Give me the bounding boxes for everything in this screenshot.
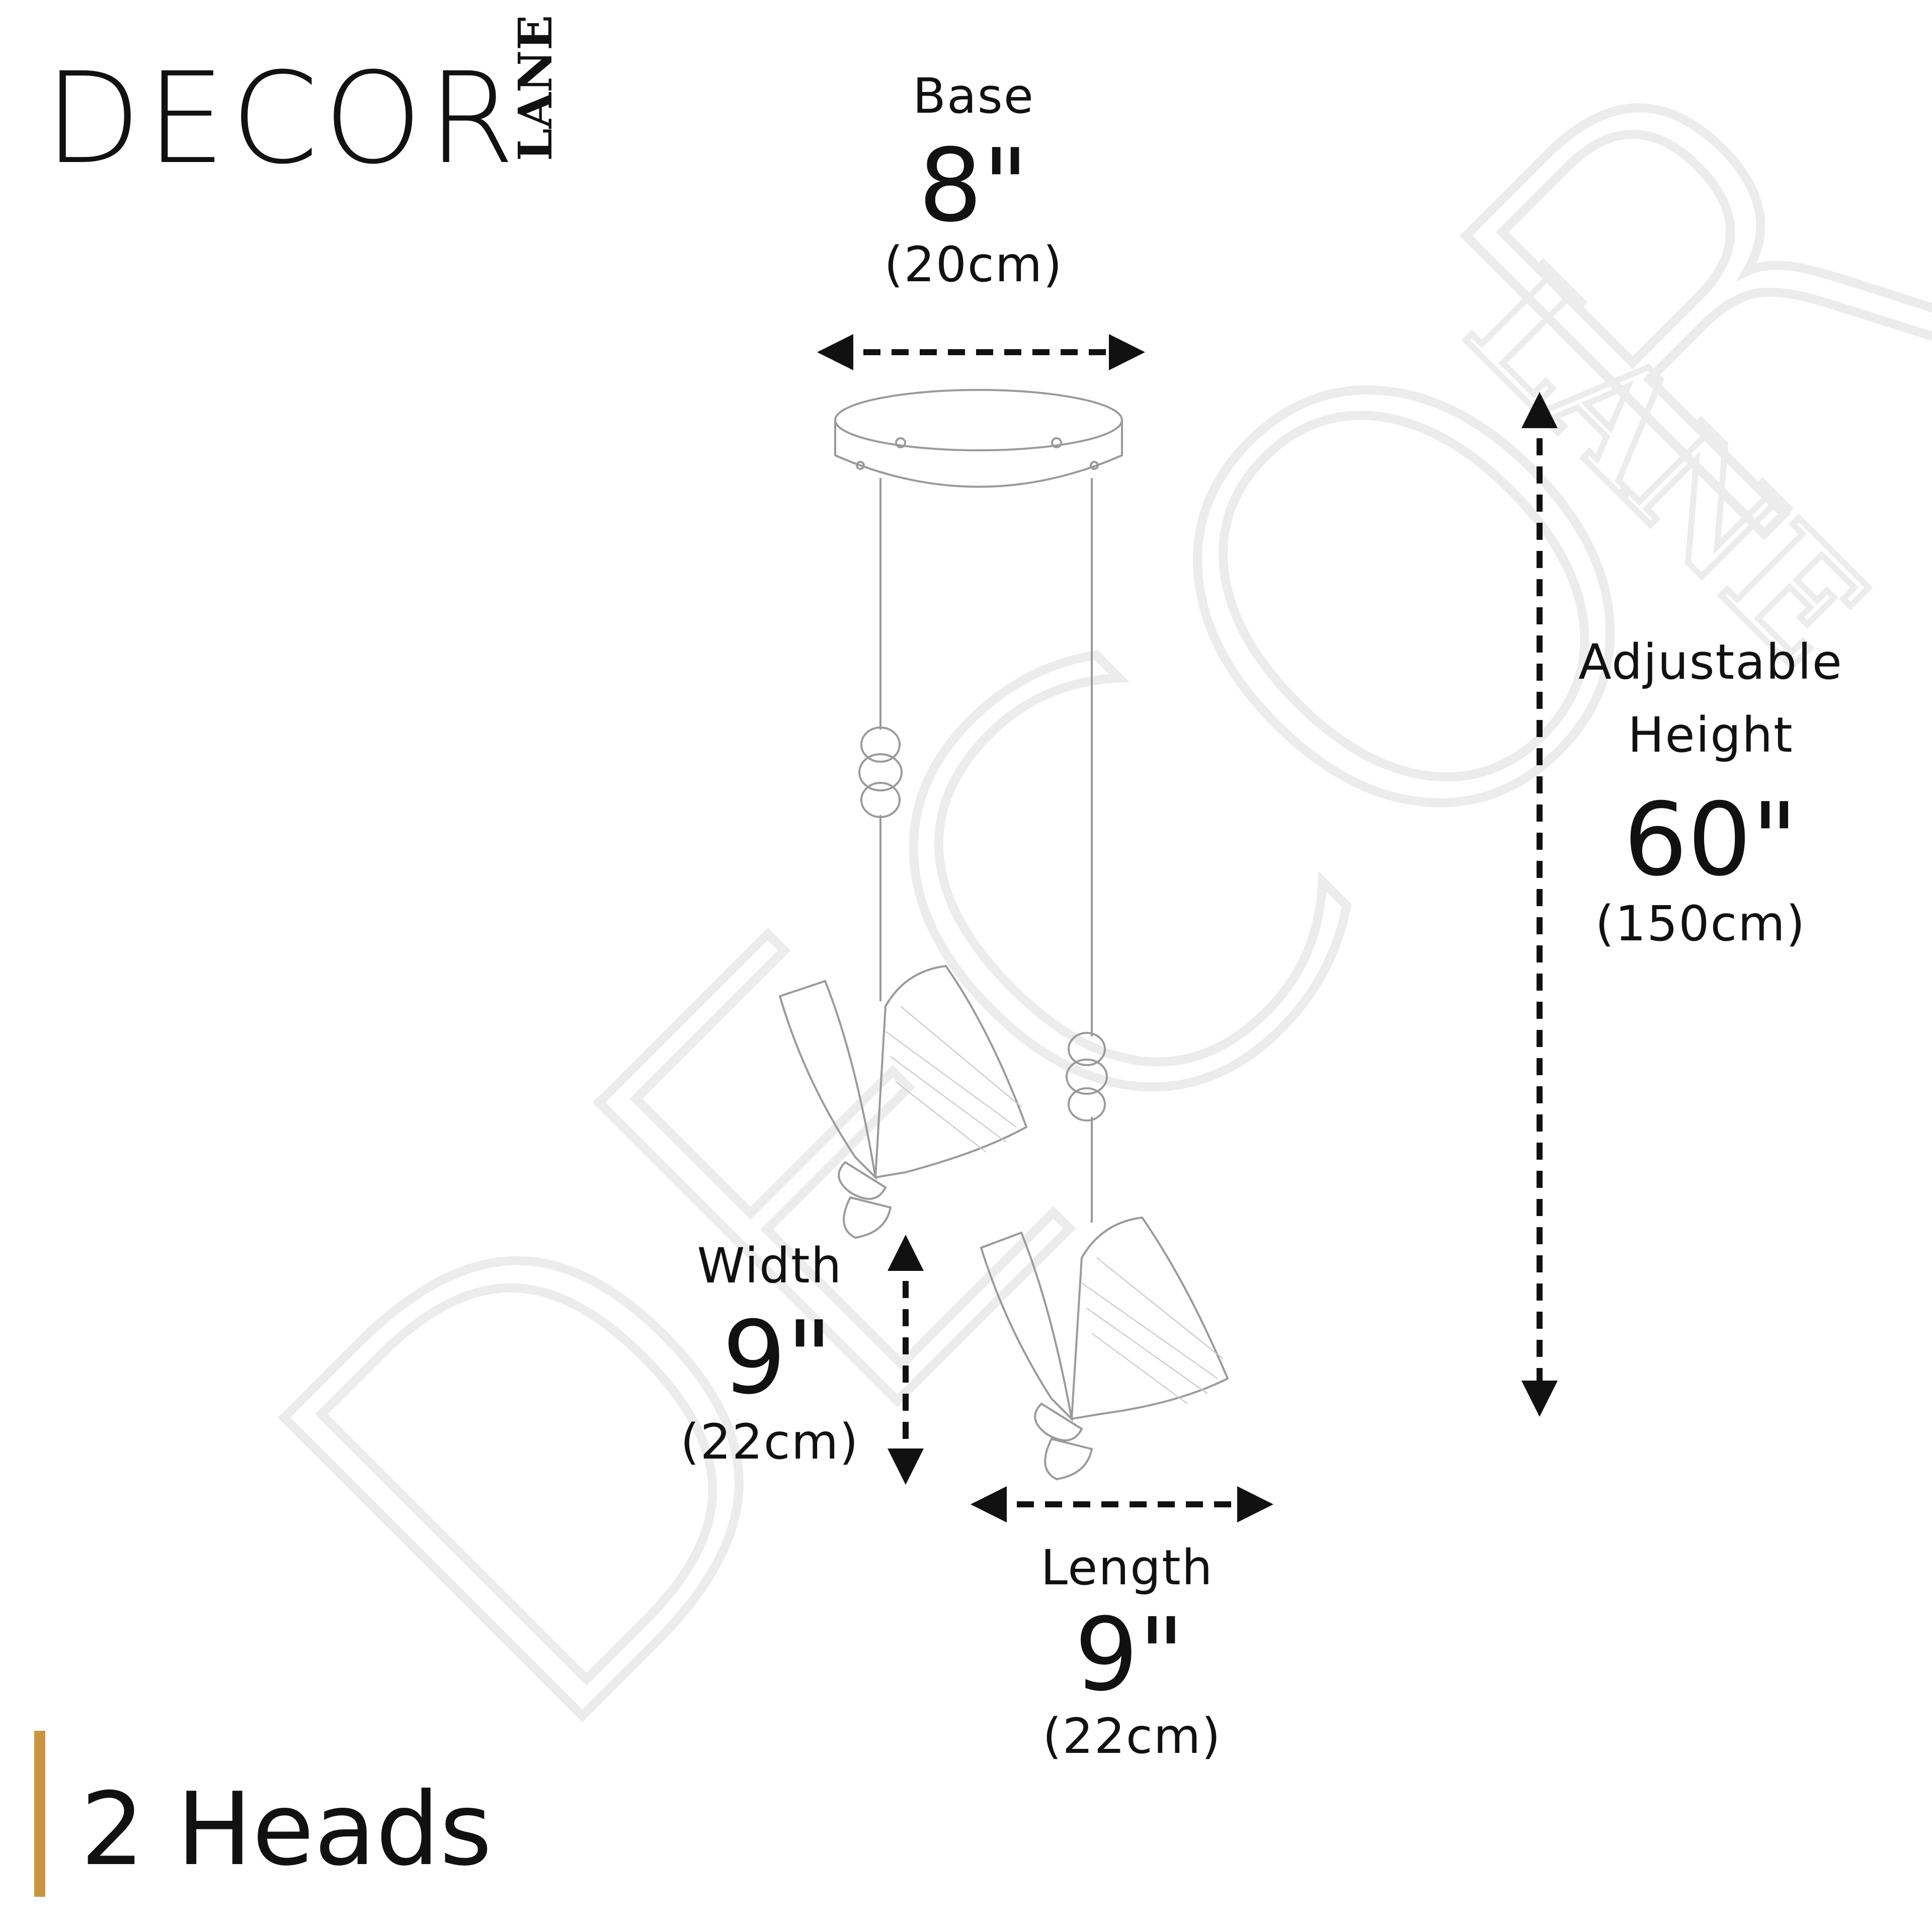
height-metric: (150cm) xyxy=(1595,896,1806,952)
brand-logo-text: DECOR xyxy=(44,45,520,192)
width-imperial: 9" xyxy=(722,1300,833,1417)
height-imperial: 60" xyxy=(1623,781,1798,899)
base-imperial: 8" xyxy=(918,127,1029,245)
length-metric: (22cm) xyxy=(1042,1708,1222,1764)
length-label: Length xyxy=(1040,1540,1214,1596)
heads-accent-bar xyxy=(34,1731,45,1897)
base-metric: (20cm) xyxy=(884,236,1063,293)
width-label: Width xyxy=(697,1238,843,1294)
base-label: Base xyxy=(913,68,1034,124)
height-label-line1: Adjustable xyxy=(1578,634,1843,690)
width-metric: (22cm) xyxy=(680,1414,859,1470)
length-imperial: 9" xyxy=(1074,1596,1185,1714)
height-label-line2: Height xyxy=(1628,707,1794,763)
heads-label: 2 Heads xyxy=(80,1771,492,1888)
